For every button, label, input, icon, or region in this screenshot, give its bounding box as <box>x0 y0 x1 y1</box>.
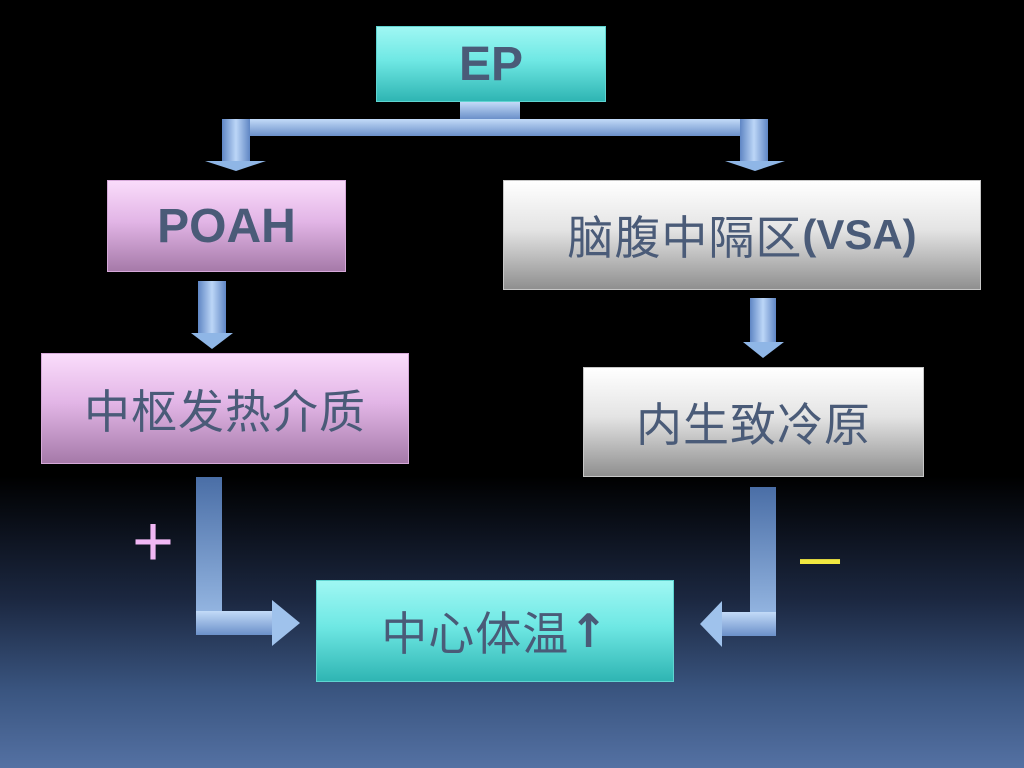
cryogen-node: 内生致冷原 <box>583 367 924 477</box>
mediator-to-temp-arrow <box>196 477 300 646</box>
vsa-node: 脑腹中隔区(VSA) <box>503 180 981 290</box>
core-temperature-node: 中心体温↑ <box>316 580 674 682</box>
ep-splitter-connector <box>205 102 785 171</box>
ep-node: EP <box>376 26 606 102</box>
cryogen-to-temp-arrow <box>700 487 776 647</box>
poah-to-mediator-arrow <box>191 281 233 349</box>
core-temperature-label: 中心体温 <box>381 607 570 661</box>
minus-sign: – <box>800 516 841 596</box>
poah-label: POAH <box>157 199 296 253</box>
vsa-label-abbr: (VSA) <box>802 211 917 258</box>
up-arrow-icon: ↑ <box>569 604 609 658</box>
poah-node: POAH <box>107 180 346 272</box>
cryogen-label: 内生致冷原 <box>636 398 871 452</box>
ep-label: EP <box>458 37 524 91</box>
mediator-node: 中枢发热介质 <box>41 353 409 464</box>
plus-sign: + <box>132 502 175 582</box>
vsa-label-zh: 脑腹中隔区 <box>567 211 803 265</box>
mediator-label: 中枢发热介质 <box>84 384 366 439</box>
vsa-to-cryogen-arrow <box>743 298 784 358</box>
